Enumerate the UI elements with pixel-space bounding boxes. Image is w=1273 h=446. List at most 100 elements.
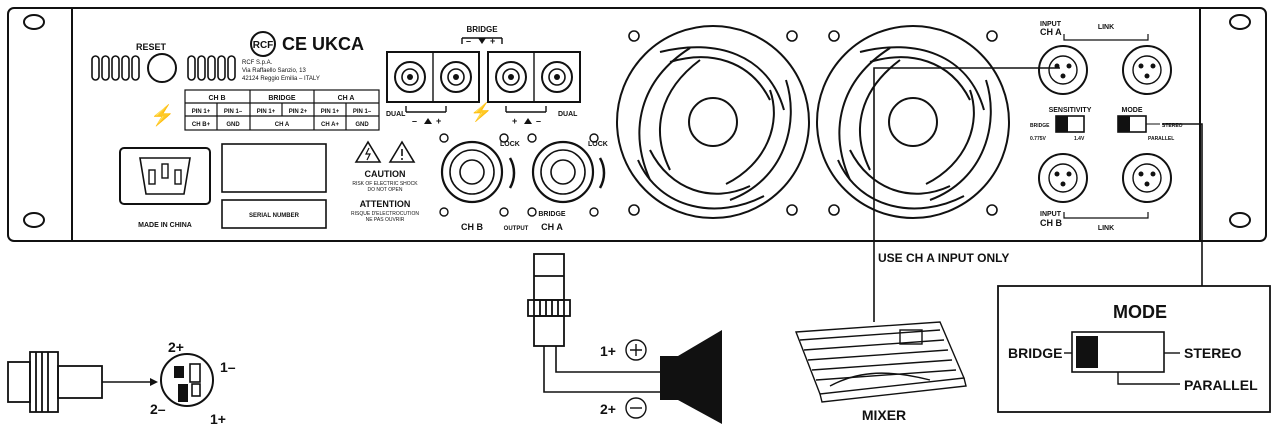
speaker-minus-label: 2+ (600, 401, 616, 417)
pin-r1c5: PIN 1+ (321, 109, 340, 115)
serial-plate (221, 199, 327, 229)
svg-text:–: – (466, 36, 471, 46)
made-in-label: MADE IN CHINA (138, 222, 192, 229)
power-pin-left (148, 169, 156, 185)
speaker-plus-label: 1+ (600, 343, 616, 359)
sensitivity-label: SENSITIVITY (1049, 107, 1092, 114)
company-line2: Via Raffaello Sanzio, 13 (242, 68, 306, 74)
screw-hole (589, 207, 599, 217)
pin-r1c1: PIN 1+ (192, 109, 211, 115)
caution-line2: DO NOT OPEN (368, 187, 403, 193)
mode-parallel-label: PARALLEL (1148, 136, 1174, 142)
power-inlet[interactable] (119, 147, 211, 205)
xlr-link-bottom[interactable] (1122, 153, 1172, 203)
reset-label: RESET (136, 42, 167, 52)
svg-text:–: – (536, 116, 541, 126)
mode-box-parallel: PARALLEL (1184, 377, 1258, 393)
fan-mount-holes (628, 30, 998, 216)
screw-hole (499, 207, 509, 217)
vent-slots-left (91, 55, 140, 81)
lightning-icon-center: ⚡ (470, 101, 492, 123)
binding-post-2[interactable] (440, 61, 472, 93)
lightning-icon-left: ⚡ (150, 103, 175, 127)
vent-slots-middle (187, 55, 236, 81)
attention-title: ATTENTION (360, 199, 411, 209)
company-line1: RCF S.p.A. (242, 60, 273, 66)
label-plate (221, 143, 327, 193)
input-chb-line1: INPUT (1040, 211, 1062, 218)
caution-title: CAUTION (365, 169, 406, 179)
plus-icon (625, 339, 647, 361)
speakon-cha[interactable] (531, 140, 595, 204)
xlr-input-cha[interactable] (1038, 45, 1088, 95)
binding-post-4[interactable] (541, 61, 573, 93)
exclamation-warning-icon (388, 140, 416, 163)
serial-label: SERIAL NUMBER (249, 213, 300, 219)
pin-header-bridge: BRIDGE (268, 95, 296, 102)
power-pin-earth (161, 163, 169, 179)
attention-line2: NE PAS OUVRIR (366, 217, 405, 223)
pin-r1c3: PIN 1+ (257, 109, 276, 115)
mode-label: MODE (1122, 107, 1143, 114)
pin-header-cha: CH A (338, 95, 355, 102)
binding-post-1[interactable] (394, 61, 426, 93)
rack-hole-bottom-left (23, 212, 45, 228)
binding-post-3[interactable] (495, 61, 527, 93)
pin-r1c4: PIN 2+ (289, 109, 308, 115)
reset-button[interactable] (147, 53, 177, 83)
pin-r2c5: GND (355, 122, 369, 128)
brand-logo-circle (250, 31, 276, 57)
mode-callout-box (997, 285, 1271, 413)
mixer-icon (795, 321, 967, 403)
brand-logo: RCF (253, 40, 274, 51)
pin-r1c6: PIN 1– (353, 109, 372, 115)
xlr-pin-1plus: 1+ (210, 411, 226, 427)
screw-hole (499, 133, 509, 143)
power-pin-right (174, 169, 182, 185)
minus-icon (625, 397, 647, 419)
rack-hole-top-right (1229, 14, 1251, 30)
fan-grille-right (816, 25, 1010, 219)
rack-hole-bottom-right (1229, 212, 1251, 228)
company-line3: 42124 Reggio Emilia – ITALY (242, 76, 320, 82)
input-cha-line1: INPUT (1040, 21, 1062, 28)
xlr-pin-2plus: 2+ (168, 339, 184, 355)
input-cha-line2: CH A (1040, 27, 1062, 37)
link-top-label: LINK (1098, 24, 1114, 31)
xlr-plug-icon (7, 351, 103, 413)
output-label: OUTPUT (504, 226, 529, 232)
svg-text:+: + (512, 116, 517, 126)
pin-r2c4: CH A+ (321, 122, 339, 128)
mode-box-bridge: BRIDGE (1008, 345, 1062, 361)
screw-hole (439, 133, 449, 143)
dual-label-right: DUAL (558, 111, 578, 118)
dual-label-left: DUAL (386, 111, 406, 118)
svg-text:+: + (490, 36, 495, 46)
attention-line1: RISQUE D'ELECTROCUTION (351, 211, 419, 217)
input-chb-line2: CH B (1040, 218, 1062, 228)
bridge-posts-label: BRIDGE (466, 25, 498, 34)
rack-hole-top-left (23, 14, 45, 30)
mixer-label: MIXER (862, 407, 906, 423)
pin-r1c2: PIN 1– (224, 109, 243, 115)
sens-right-label: 1.4V (1074, 136, 1085, 142)
speakon-plug-icon (527, 253, 571, 347)
xlr-link-top[interactable] (1122, 45, 1172, 95)
power-inlet-socket (139, 157, 191, 195)
screw-hole (527, 207, 537, 217)
speakon-chb[interactable] (440, 140, 504, 204)
xlr-input-chb[interactable] (1038, 153, 1088, 203)
speaker-cable (543, 346, 660, 393)
screw-hole (589, 133, 599, 143)
rack-frame (7, 7, 1267, 242)
mode-box-stereo: STEREO (1184, 345, 1242, 361)
xlr-pin-1minus: 1– (220, 359, 236, 375)
caution-line1: RISK OF ELECTRIC SHOCK (352, 181, 418, 187)
speakon-bridge-label: BRIDGE (538, 211, 566, 218)
xlr-pinout-icon (160, 353, 214, 407)
mode-box-switch-lever (1076, 336, 1098, 368)
pin-r2c1: CH B+ (192, 122, 211, 128)
pin-table (184, 89, 380, 131)
link-bottom-label: LINK (1098, 225, 1114, 232)
